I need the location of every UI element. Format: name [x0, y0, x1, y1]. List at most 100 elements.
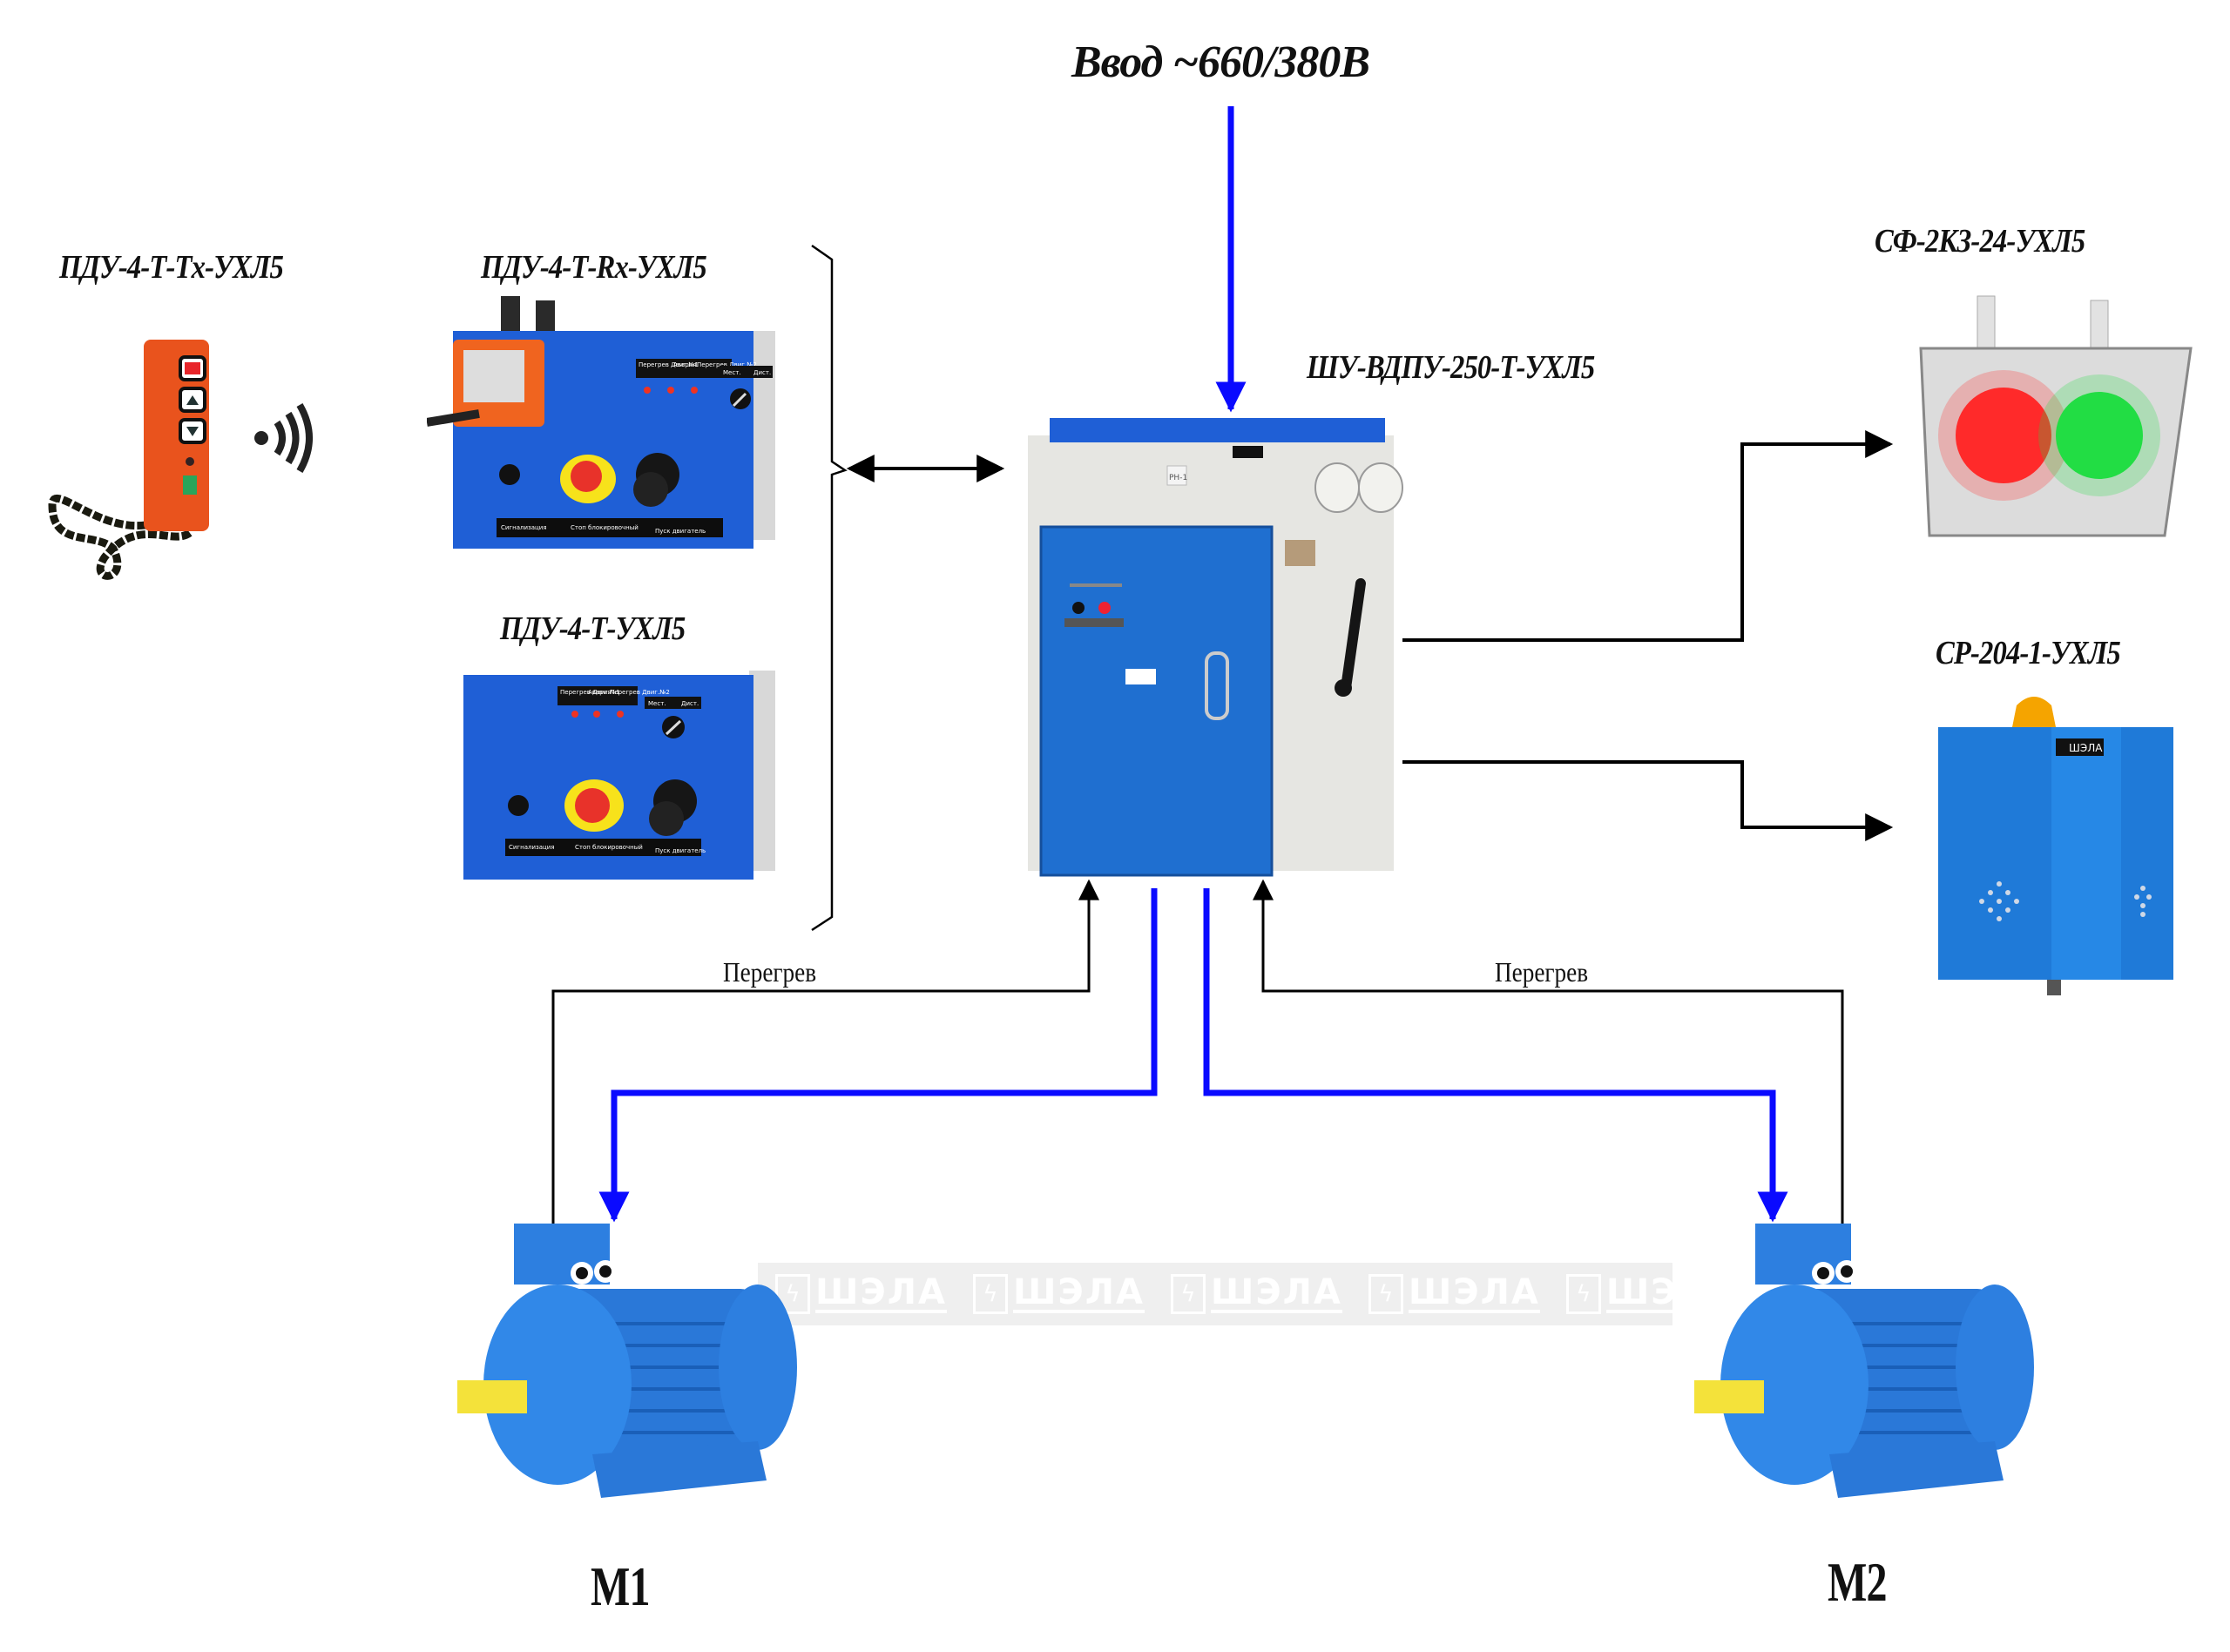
signal-lever[interactable] — [508, 795, 529, 816]
motor1-label: М1 — [591, 1555, 651, 1617]
svg-text:Дист.: Дист. — [753, 369, 771, 376]
svg-text:Пуск двигатель: Пуск двигатель — [655, 847, 706, 854]
svg-text:Сигнализация: Сигнализация — [509, 844, 555, 851]
bottom-plate — [505, 839, 701, 856]
mode-plate — [720, 366, 773, 378]
motor-feet — [592, 1441, 767, 1498]
svg-text:Мест.: Мест. — [648, 700, 666, 707]
panel-group-bracket — [811, 244, 848, 932]
wireless-icon — [254, 431, 268, 445]
terminal-box — [514, 1224, 610, 1285]
svg-text:ШЭЛА: ШЭЛА — [2069, 742, 2103, 754]
traffic-light-signal — [1919, 295, 2193, 537]
svg-text:Авария: Авария — [588, 689, 611, 696]
end-shield — [1720, 1285, 1868, 1485]
main-control-cabinet[interactable]: РН-1 — [1019, 409, 1429, 897]
end-shield — [483, 1285, 632, 1485]
indicators-plate — [558, 686, 638, 705]
wire-to-siren — [1402, 760, 1894, 841]
fan-cover — [719, 1285, 797, 1450]
brand-logo-icon: ϟ — [1368, 1274, 1403, 1314]
indicator-led — [691, 387, 698, 394]
arrow-down-icon — [186, 427, 199, 436]
indicator-led — [571, 711, 578, 718]
power-wire-m1 — [598, 888, 1158, 1223]
brand-logo-icon: ϟ — [1565, 1274, 1601, 1314]
svg-text:Перегрев Двиг.№2: Перегрев Двиг.№2 — [610, 689, 670, 696]
svg-text:Стоп блокировочный: Стоп блокировочный — [571, 524, 639, 531]
door-handle[interactable] — [1205, 651, 1229, 720]
beacon-lamp — [2012, 697, 2056, 727]
local-panel-label: ПДУ-4-Т-УХЛ5 — [500, 610, 686, 647]
terminal-box — [1755, 1224, 1851, 1285]
arrow-up-icon — [186, 395, 199, 405]
indicators-plate — [636, 359, 732, 378]
local-control-panel[interactable]: Перегрев Двиг.№1 Авария Перегрев Двиг.№2… — [453, 671, 793, 888]
svg-text:Сигнализация: Сигнализация — [501, 524, 547, 531]
power-key[interactable] — [183, 475, 197, 495]
main-cabinet-label: ШУ-ВДПУ-250-Т-УХЛ5 — [1307, 349, 1595, 386]
traffic-light-label: СФ-2КЗ-24-УХЛ5 — [1875, 223, 2085, 260]
cable-gland — [1358, 462, 1403, 513]
wire-to-traffic-light — [1402, 430, 1894, 642]
overheat-label-left: Перегрев — [723, 956, 817, 988]
remote-receiver-panel[interactable]: Перегрев Двиг.№1 Авария Перегрев Двиг.№2… — [427, 296, 793, 557]
cabinet-top-cover — [1050, 418, 1385, 442]
green-lamp — [2056, 392, 2143, 479]
motor-m2[interactable] — [1672, 1219, 2064, 1533]
svg-text:Перегрев Двиг.№1: Перегрев Двиг.№1 — [639, 361, 699, 368]
indicator-led — [593, 711, 600, 718]
svg-text:Авария: Авария — [673, 361, 696, 368]
overheat-label-right: Перегрев — [1495, 956, 1589, 988]
power-wire-m2 — [1203, 888, 1788, 1223]
svg-text:Перегрев Двиг.№1: Перегрев Двиг.№1 — [560, 689, 620, 696]
svg-text:РН-1: РН-1 — [1169, 474, 1187, 482]
svg-text:Пуск двигатель: Пуск двигатель — [655, 528, 706, 535]
indicator-led — [667, 387, 674, 394]
brand-logo-icon: ϟ — [775, 1274, 810, 1314]
sound-light-siren: ШЭЛА — [1938, 697, 2173, 995]
bottom-plate — [497, 518, 723, 537]
cable-gland — [1314, 462, 1360, 513]
remote-transmitter[interactable] — [35, 331, 331, 592]
remote-tx-label: ПДУ-4-Т-Tx-УХЛ5 — [59, 249, 284, 286]
mode-plate — [645, 697, 701, 709]
cabinet-door[interactable] — [1039, 525, 1274, 877]
fan-cover — [1956, 1285, 2034, 1450]
signal-lever[interactable] — [499, 464, 520, 485]
motor-feet — [1829, 1441, 2004, 1498]
svg-text:Дист.: Дист. — [681, 700, 699, 707]
brand-logo-icon: ϟ — [972, 1274, 1008, 1314]
emergency-stop-button[interactable] — [575, 788, 610, 823]
overheat-wire-m2 — [1253, 879, 1844, 1237]
disconnect-lever[interactable] — [1341, 578, 1366, 693]
motor-shaft — [1694, 1380, 1764, 1413]
brand-logo-icon: ϟ — [1170, 1274, 1206, 1314]
overheat-wire-m1 — [551, 879, 1099, 1237]
speaker-grille — [1979, 881, 2152, 921]
siren-label: СР-204-1-УХЛ5 — [1936, 635, 2121, 671]
motor2-label: М2 — [1828, 1551, 1888, 1613]
svg-text:Мест.: Мест. — [723, 369, 741, 376]
remote-rx-panel-label: ПДУ-4-Т-Rx-УХЛ5 — [481, 249, 707, 286]
brand-plate — [2056, 738, 2104, 756]
motor-m1[interactable] — [436, 1219, 828, 1533]
antenna-cable — [427, 409, 480, 427]
indicator-led — [617, 711, 624, 718]
indicator-lamp — [1098, 602, 1111, 614]
lanyard — [48, 495, 195, 580]
svg-text:Стоп блокировочный: Стоп блокировочный — [575, 844, 643, 851]
indicator-led — [644, 387, 651, 394]
indicator-lamp — [1072, 602, 1085, 614]
status-led — [186, 457, 194, 466]
emergency-stop-button[interactable] — [571, 461, 602, 492]
power-input-label: Ввод ~660/380В — [1071, 37, 1370, 87]
red-lamp — [1956, 388, 2051, 483]
